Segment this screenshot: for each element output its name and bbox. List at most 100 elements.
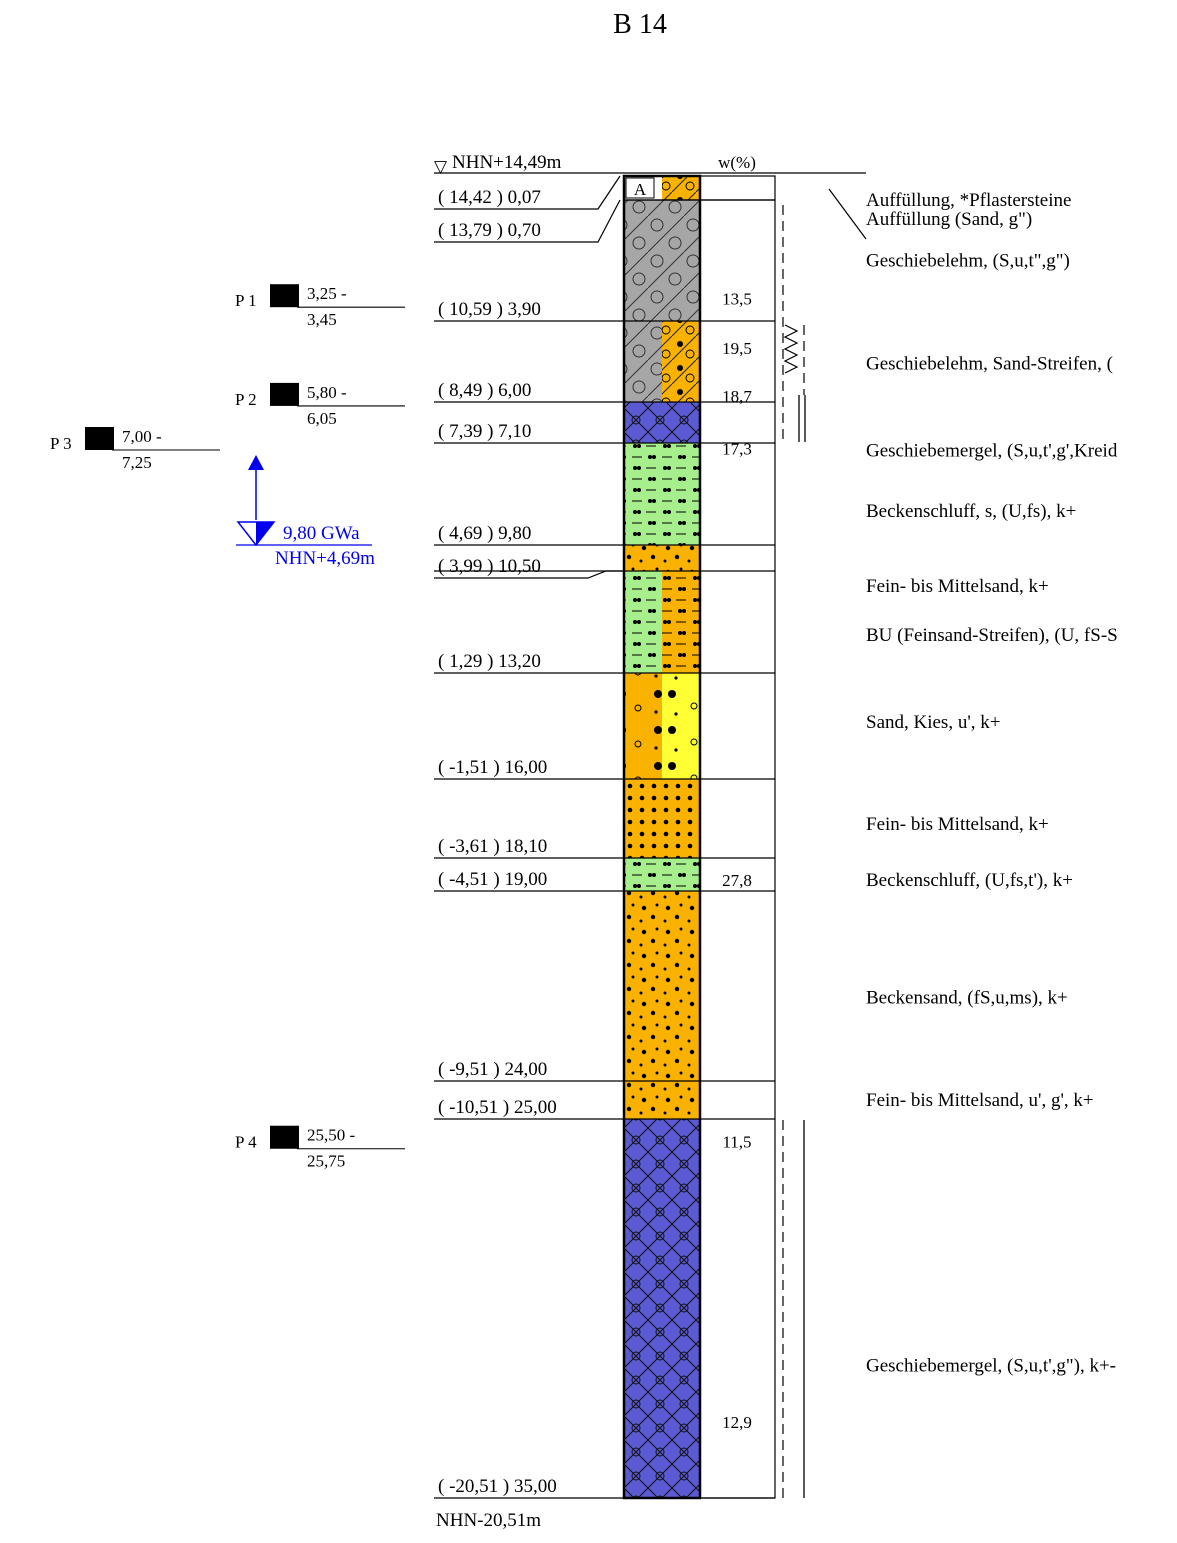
layer-fill-left (624, 779, 662, 858)
level-marker-icon: ▽ (434, 157, 448, 176)
w-value: 18,7 (722, 387, 752, 406)
w-column-box (699, 175, 776, 1499)
sample-marker: P 3 7,00 - 7,25 (50, 427, 220, 472)
sample-bottom-depth: 7,25 (122, 453, 152, 472)
layer-fill-right (662, 858, 700, 891)
depth-label: ( -20,51 ) 35,00 (438, 1476, 557, 1497)
layer-fill-right (662, 1119, 700, 1498)
w-value: 13,5 (722, 289, 752, 308)
layer-fill-right (662, 1081, 700, 1119)
borehole-column-frame (622, 174, 702, 1500)
layer-fill-right (662, 176, 700, 200)
w-value: 11,5 (722, 1133, 751, 1152)
layer-fills (624, 176, 700, 1498)
sample-name: P 2 (235, 390, 257, 409)
sample-name: P 1 (235, 291, 257, 310)
layer-fill-left (624, 200, 662, 321)
layer-fill-left (624, 673, 662, 779)
depth-label: ( 4,69 ) 9,80 (438, 523, 531, 544)
groundwater-marker: 9,80 GWa NHN+4,69m (236, 455, 375, 569)
w-column-header: w(%) (718, 153, 756, 172)
layer-fill-right (662, 402, 700, 443)
layer-fill-left (624, 571, 662, 673)
sample-marker: P 4 25,50 - 25,75 (235, 1125, 405, 1171)
depth-label: ( 8,49 ) 6,00 (438, 380, 531, 401)
layer-fill-right (662, 571, 700, 673)
depth-label: ( -10,51 ) 25,00 (438, 1097, 557, 1118)
depth-label: ( -1,51 ) 16,00 (438, 757, 547, 778)
layer-description: Fein- bis Mittelsand, k+ (866, 576, 1049, 597)
layer-description: Beckensand, (fS,u,ms), k+ (866, 987, 1068, 1008)
sample-bottom-depth: 3,45 (307, 310, 337, 329)
w-value: 27,8 (722, 871, 752, 890)
depth-label: ( -9,51 ) 24,00 (438, 1059, 547, 1080)
groundwater-arrow-icon (248, 455, 264, 470)
sample-box-icon (270, 382, 299, 406)
layer-fill-right (662, 891, 700, 1081)
layer-description: BU (Feinsand-Streifen), (U, fS-S (866, 625, 1118, 646)
profile-title: B 14 (613, 9, 667, 40)
sample-marker: P 2 5,80 - 6,05 (235, 382, 405, 428)
sample-top-depth: 7,00 - (122, 427, 162, 446)
bottom-level-label: NHN-20,51m (436, 1510, 541, 1531)
groundwater-level-label: NHN+4,69m (275, 548, 375, 569)
layer-description: Sand, Kies, u', k+ (866, 712, 1000, 733)
layer-description: Geschiebelehm, (S,u,t",g") (866, 251, 1070, 272)
leader-line (434, 175, 621, 210)
sample-top-depth: 3,25 - (307, 284, 347, 303)
depth-label: ( -4,51 ) 19,00 (438, 869, 547, 890)
groundwater-depth-label: 9,80 GWa (283, 523, 360, 544)
sample-box-icon (270, 1125, 299, 1149)
sample-top-depth: 25,50 - (307, 1126, 356, 1145)
layer-description: Geschiebelehm, Sand-Streifen, ( (866, 353, 1113, 374)
sample-box-icon (270, 284, 299, 308)
depth-label: ( 7,39 ) 7,10 (438, 421, 531, 442)
depth-labels: ( 14,42 ) 0,07( 13,79 ) 0,70( 10,59 ) 3,… (438, 187, 557, 1497)
w-value: 17,3 (722, 440, 752, 459)
layer-description: Beckenschluff, s, (U,fs), k+ (866, 501, 1076, 522)
layer-fill-left (624, 443, 662, 545)
layer-fill-right (662, 545, 700, 571)
layer-fill-right (662, 673, 700, 779)
sample-box-icon (85, 427, 114, 450)
sample-name: P 3 (50, 434, 72, 453)
sample-top-depth: 5,80 - (307, 383, 347, 402)
layer-fill-left (624, 891, 662, 1081)
depth-label: ( 13,79 ) 0,70 (438, 220, 541, 241)
layer-fill-left (624, 858, 662, 891)
first-layer-tag: A (634, 180, 647, 199)
leader-line (434, 199, 621, 243)
layer-fill-right (662, 779, 700, 858)
layer-description: Fein- bis Mittelsand, u', g', k+ (866, 1090, 1094, 1111)
layer-fill-right (662, 321, 700, 402)
layer-fill-right (662, 200, 700, 321)
water-content-values: 13,519,518,717,327,811,512,9 (722, 289, 752, 1432)
layer-fill-left (624, 321, 662, 402)
layer-fill-left (624, 545, 662, 571)
sample-name: P 4 (235, 1133, 257, 1152)
layer-description: Geschiebemergel, (S,u,t',g"), k+- (866, 1355, 1116, 1376)
layer-fill-left (624, 1119, 662, 1498)
depth-label: ( 10,59 ) 3,90 (438, 299, 541, 320)
layer-fill-left (624, 1081, 662, 1119)
depth-label: ( 1,29 ) 13,20 (438, 651, 541, 672)
wavy-marker-icon (783, 324, 799, 374)
layer-description: Auffüllung, *Pflastersteine (866, 190, 1071, 211)
layer-description: Geschiebemergel, (S,u,t',g',Kreid (866, 441, 1118, 462)
sample-bottom-depth: 25,75 (307, 1152, 345, 1171)
groundwater-triangle-fill-icon (256, 522, 274, 545)
layer-description: Auffüllung (Sand, g") (866, 209, 1032, 230)
sample-bottom-depth: 6,05 (307, 409, 337, 428)
layer-fill-left (624, 402, 662, 443)
layer-description: Beckenschluff, (U,fs,t'), k+ (866, 870, 1073, 891)
layer-description: Fein- bis Mittelsand, k+ (866, 814, 1049, 835)
layer-fill-right (662, 443, 700, 545)
top-level-label: NHN+14,49m (452, 152, 562, 173)
first-layer-tag-box (625, 177, 655, 199)
w-value: 19,5 (722, 339, 752, 358)
depth-label: ( -3,61 ) 18,10 (438, 836, 547, 857)
description-leader-line (828, 188, 867, 240)
